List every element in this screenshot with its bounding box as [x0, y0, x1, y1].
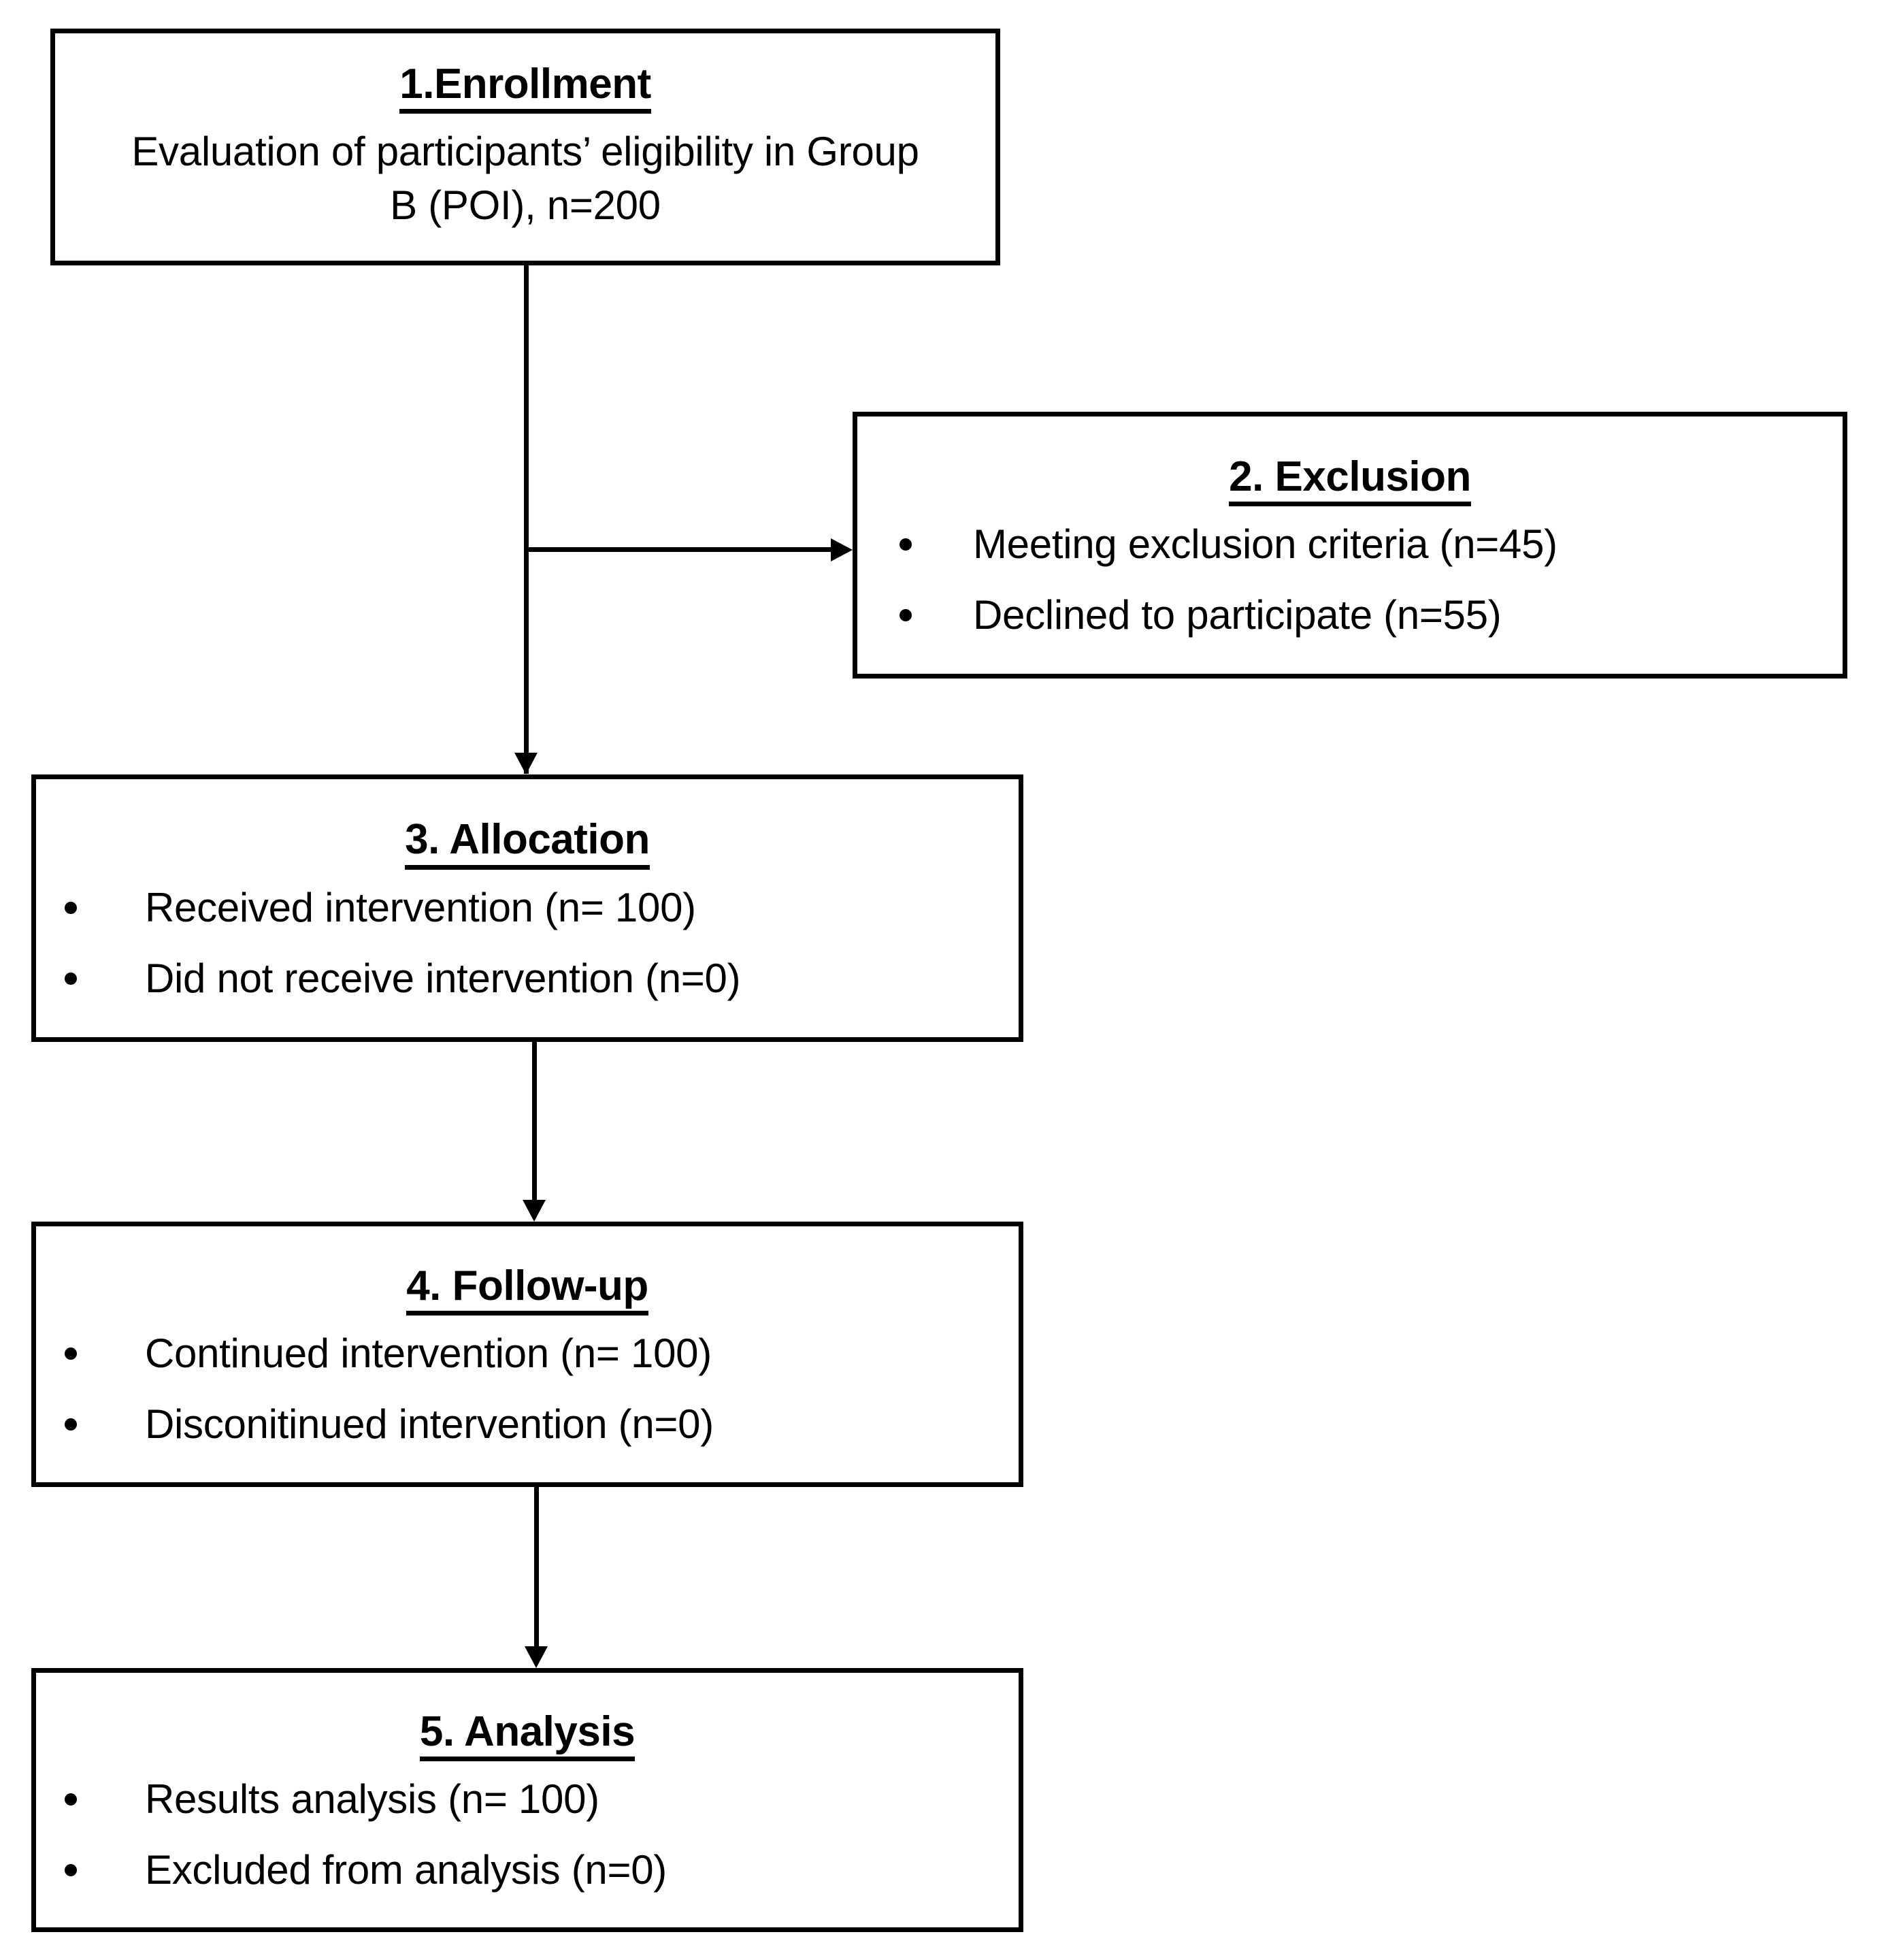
- node-allocation[interactable]: 3. Allocation Received intervention (n= …: [31, 774, 1023, 1042]
- connector-enrollment-trunk: [524, 265, 529, 774]
- connector-followup-to-analysis-arrowhead: [525, 1646, 548, 1668]
- list-item-label: Excluded from analysis (n=0): [145, 1847, 667, 1893]
- bullet-icon: [65, 901, 77, 914]
- list-item: Results analysis (n= 100): [36, 1779, 1019, 1820]
- bullet-icon: [65, 1418, 77, 1431]
- connector-allocation-to-followup-arrowhead: [523, 1200, 546, 1222]
- connector-enrollment-to-allocation-arrowhead: [514, 753, 538, 774]
- bullet-icon: [900, 538, 912, 551]
- list-item-label: Continued intervention (n= 100): [145, 1330, 712, 1377]
- node-analysis-content: 5. Analysis Results analysis (n= 100) Ex…: [36, 1673, 1019, 1927]
- node-enrollment-body-line-1: Evaluation of participants’ eligibility …: [131, 128, 919, 174]
- list-item-label: Disconitinued intervention (n=0): [145, 1401, 714, 1448]
- node-exclusion-list: Meeting exclusion criteria (n=45) Declin…: [857, 524, 1843, 636]
- node-followup-list: Continued intervention (n= 100) Disconit…: [36, 1333, 1019, 1445]
- node-analysis-title: 5. Analysis: [36, 1710, 1019, 1762]
- list-item-label: Received intervention (n= 100): [145, 884, 696, 930]
- node-enrollment-body: Evaluation of participants’ eligibility …: [55, 125, 995, 232]
- list-item: Continued intervention (n= 100): [36, 1333, 1019, 1374]
- node-allocation-title-text: 3. Allocation: [405, 817, 650, 870]
- node-analysis[interactable]: 5. Analysis Results analysis (n= 100) Ex…: [31, 1668, 1023, 1932]
- node-allocation-content: 3. Allocation Received intervention (n= …: [36, 779, 1019, 1037]
- bullet-icon: [65, 1793, 77, 1806]
- node-enrollment[interactable]: 1.Enrollment Evaluation of participants’…: [50, 29, 1000, 265]
- list-item-label: Declined to participate (n=55): [973, 592, 1502, 638]
- node-allocation-title: 3. Allocation: [36, 817, 1019, 870]
- list-item: Declined to participate (n=55): [857, 595, 1843, 636]
- bullet-icon: [65, 1348, 77, 1360]
- node-enrollment-body-line-2: B (POI), n=200: [390, 182, 661, 229]
- bullet-icon: [65, 972, 77, 985]
- list-item: Did not receive intervention (n=0): [36, 958, 1019, 999]
- node-enrollment-content: 1.Enrollment Evaluation of participants’…: [55, 33, 995, 261]
- list-item: Received intervention (n= 100): [36, 887, 1019, 928]
- node-exclusion-title: 2. Exclusion: [857, 455, 1843, 507]
- list-item-label: Meeting exclusion criteria (n=45): [973, 521, 1557, 568]
- list-item: Disconitinued intervention (n=0): [36, 1404, 1019, 1445]
- node-followup-content: 4. Follow-up Continued intervention (n= …: [36, 1226, 1019, 1482]
- list-item-label: Results analysis (n= 100): [145, 1776, 599, 1823]
- bullet-icon: [900, 609, 912, 622]
- connector-followup-to-analysis-line: [534, 1487, 539, 1646]
- node-allocation-list: Received intervention (n= 100) Did not r…: [36, 887, 1019, 999]
- bullet-icon: [65, 1864, 77, 1877]
- node-enrollment-title: 1.Enrollment: [55, 62, 995, 114]
- node-followup-title-text: 4. Follow-up: [406, 1264, 648, 1316]
- node-analysis-list: Results analysis (n= 100) Excluded from …: [36, 1779, 1019, 1891]
- connector-enrollment-to-exclusion-line: [524, 547, 831, 552]
- list-item: Meeting exclusion criteria (n=45): [857, 524, 1843, 565]
- node-enrollment-title-text: 1.Enrollment: [399, 62, 651, 114]
- node-exclusion-content: 2. Exclusion Meeting exclusion criteria …: [857, 416, 1843, 674]
- connector-enrollment-to-exclusion-arrowhead: [831, 538, 853, 561]
- node-exclusion[interactable]: 2. Exclusion Meeting exclusion criteria …: [853, 412, 1847, 679]
- node-exclusion-title-text: 2. Exclusion: [1229, 455, 1471, 507]
- node-followup[interactable]: 4. Follow-up Continued intervention (n= …: [31, 1222, 1023, 1487]
- connector-allocation-to-followup-line: [532, 1042, 537, 1200]
- node-followup-title: 4. Follow-up: [36, 1264, 1019, 1316]
- node-analysis-title-text: 5. Analysis: [419, 1710, 636, 1762]
- list-item: Excluded from analysis (n=0): [36, 1850, 1019, 1891]
- list-item-label: Did not receive intervention (n=0): [145, 955, 741, 1001]
